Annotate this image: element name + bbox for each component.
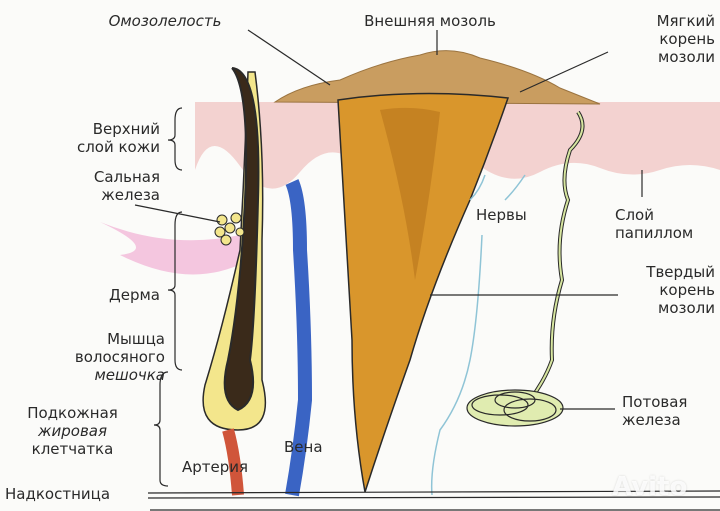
label-line: Сальная [93,168,160,186]
label-line: мешочка [94,366,165,384]
hair-muscle [100,222,245,275]
periosteum [147,490,720,511]
label-line: волосяного [74,348,165,366]
label-callosity: Омозолелость [108,12,222,30]
label-line: клетчатка [31,440,114,458]
nerves [430,174,526,496]
label-line: Твердый [646,263,715,281]
label-hard-root: Твердый корень мозоли [590,263,715,317]
label-line: Слой [615,206,654,224]
label-line: железа [622,411,681,429]
label-line: Потовая [622,393,688,411]
artery [222,428,244,496]
label-subcutaneous: Подкожная жировая клетчатка [5,404,140,458]
label-line: Верхний [92,120,160,138]
leader-lines [134,29,643,487]
label-line: Мышца [107,330,165,348]
label-artery: Артерия [182,458,249,476]
label-nerves: Нервы [476,206,527,224]
label-line: железа [101,186,160,204]
label-line: мозоли [658,48,715,66]
label-line: папиллом [615,224,694,242]
avito-watermark: Avito [612,472,688,502]
label-line: жировая [37,422,108,440]
label-line: корень [659,281,715,299]
hair-shaft [223,67,260,412]
root-core [380,107,440,281]
label-line: мозоли [658,299,715,317]
label-line: Мягкий [656,12,715,30]
label-soft-root: Мягкий корень мозоли [590,12,715,66]
label-upper-skin: Верхний слой кожи [10,120,160,156]
sweat-gland-coil [466,389,564,427]
label-vein: Вена [284,438,323,456]
label-dermis: Дерма [109,286,160,304]
label-periosteum: Надкостница [5,485,111,503]
label-hair-muscle: Мышца волосяного мешочка [10,330,165,384]
outer-callus [273,50,601,105]
label-papilla-layer: Слой папиллом [615,206,693,242]
label-line: Подкожная [27,404,118,422]
label-sebaceous-gland: Сальная железа [10,168,160,204]
label-line: слой кожи [76,138,160,156]
label-sweat-gland: Потовая железа [622,393,687,429]
label-line: корень [659,30,715,48]
label-outer-callus: Внешняя мозоль [364,12,496,30]
vein [285,179,313,497]
hard-root [337,92,510,493]
